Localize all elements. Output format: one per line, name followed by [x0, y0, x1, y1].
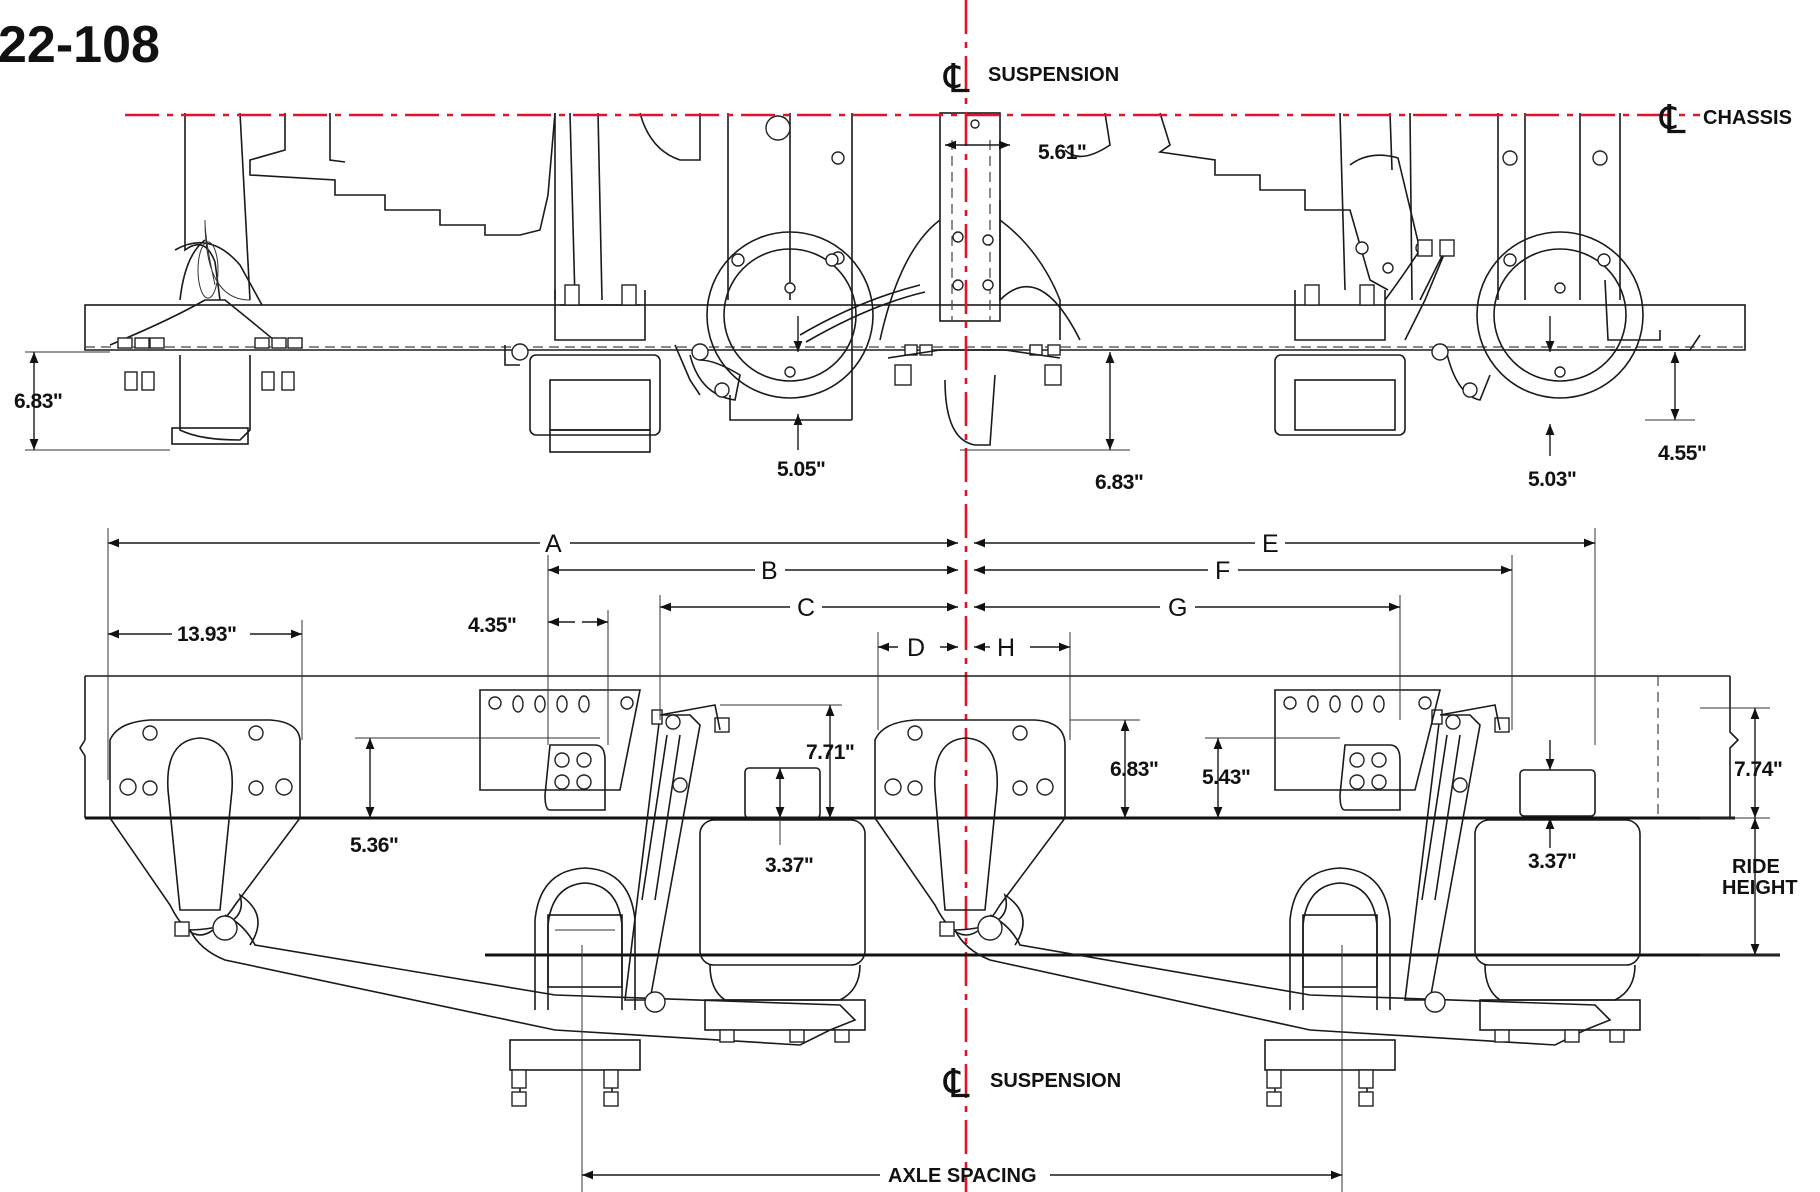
dim-letter-B: B: [761, 557, 778, 585]
bracket-right: [1274, 689, 1442, 791]
ride-label: RIDE: [1732, 856, 1780, 878]
top-air-spring-left: [179, 355, 251, 441]
air-spring-left: [699, 819, 866, 966]
dim-5-43: 5.43": [1202, 766, 1250, 789]
side-view: [79, 675, 1780, 1107]
rail-bolts-left: [117, 337, 303, 349]
left-brake-drum: [706, 231, 874, 399]
height-label: HEIGHT: [1722, 877, 1798, 899]
left-hanger-outline-top: [184, 112, 251, 301]
front-hanger-left: [109, 719, 301, 936]
ubolt-right: [1289, 867, 1391, 1010]
axle-spacing-dim: AXLE SPACING: [581, 945, 1343, 1192]
cl-symbol-suspension-top: ℄: [943, 57, 970, 101]
shock-right: [1404, 714, 1481, 1001]
dim-4-35: 4.35": [468, 614, 516, 637]
side-horizontal-dims: A E B F C G D H 13.93" 4.35": [107, 528, 1596, 780]
dim-13-93: 13.93": [177, 623, 237, 646]
dim-5-03: 5.03": [1528, 468, 1576, 491]
dim-letter-A: A: [545, 530, 562, 558]
suspension-label-top: SUSPENSION: [988, 64, 1119, 86]
dim-6-83-left: 6.83": [14, 390, 62, 413]
right-brake-drum: [1476, 231, 1644, 399]
dim-5-05: 5.05": [777, 458, 825, 481]
dim-letter-H: H: [997, 634, 1015, 662]
dim-5-61: 5.61": [1038, 141, 1086, 164]
side-vertical-dims: 5.36" 7.71" 3.37" 6.83" 5.43" 3.37" 7.74…: [350, 704, 1798, 956]
spring-beam-right: [954, 914, 1612, 1046]
transmission-outline-left: [249, 112, 556, 236]
dim-letter-C: C: [797, 594, 815, 622]
dim-7-71: 7.71": [806, 741, 854, 764]
drawing-title: 22-108: [0, 16, 160, 74]
chassis-label: CHASSIS: [1703, 107, 1792, 129]
transmission-outline-right: [1157, 112, 1389, 291]
dim-letter-D: D: [907, 634, 925, 662]
cl-symbol-chassis: ℄: [1659, 98, 1686, 142]
ubolt-left: [534, 867, 636, 1010]
dim-3-37-left: 3.37": [765, 854, 813, 877]
shock-left: [624, 714, 701, 1001]
air-spring-right: [1474, 819, 1641, 966]
dim-7-74: 7.74": [1734, 758, 1782, 781]
dim-letter-F: F: [1215, 557, 1230, 585]
top-axle-seat-right: [1294, 290, 1386, 341]
side-frame-rail: [84, 675, 1740, 818]
dim-6-83-side: 6.83": [1110, 758, 1158, 781]
dim-5-36: 5.36": [350, 834, 398, 857]
axle-spacing-label: AXLE SPACING: [888, 1165, 1037, 1187]
cl-symbol-suspension-bottom: ℄: [943, 1062, 970, 1106]
bracket-left: [479, 689, 641, 791]
dim-6-83-mid: 6.83": [1095, 471, 1143, 494]
dim-4-55: 4.55": [1658, 442, 1706, 465]
top-view: [84, 112, 1746, 453]
dim-3-37-right: 3.37": [1528, 850, 1576, 873]
dim-letter-E: E: [1262, 530, 1279, 558]
top-dims: 5.61" 6.83" 5.05" 6.83" 5.03" 4.55": [14, 140, 1707, 494]
dim-letter-G: G: [1168, 594, 1187, 622]
suspension-label-bottom: SUSPENSION: [990, 1070, 1121, 1092]
spring-beam-left: [189, 914, 857, 1046]
center-hanger: [874, 719, 1066, 936]
